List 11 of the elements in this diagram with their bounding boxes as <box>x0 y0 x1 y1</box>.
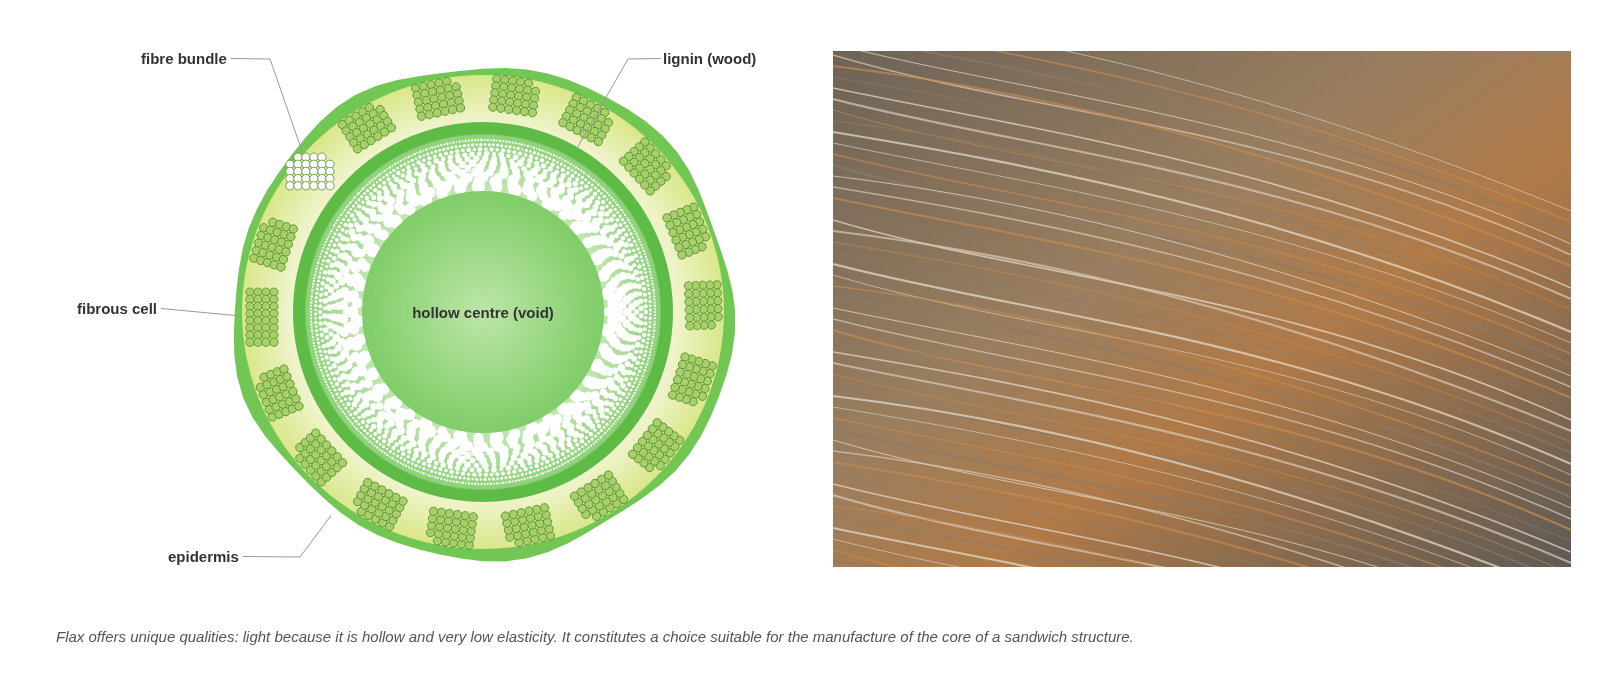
caption: Flax offers unique qualities: light because it is hollow and very low elasticity. It constitutes a choice suitable for the manufacture of the core of a sandwich structure. <box>56 628 1134 645</box>
hollow-centre-circle <box>362 191 604 433</box>
callout-label: fibrous cell <box>77 300 158 317</box>
leader-line <box>242 515 332 558</box>
region-label: hollow centre (void) <box>411 303 555 321</box>
leader-line <box>160 308 242 317</box>
callout-label: fibre bundle <box>141 50 227 67</box>
callout-label: epidermis <box>168 548 239 565</box>
lignin-ring <box>293 122 673 502</box>
callout-label: lignin (wood) <box>663 50 757 67</box>
leader-line <box>230 58 303 153</box>
